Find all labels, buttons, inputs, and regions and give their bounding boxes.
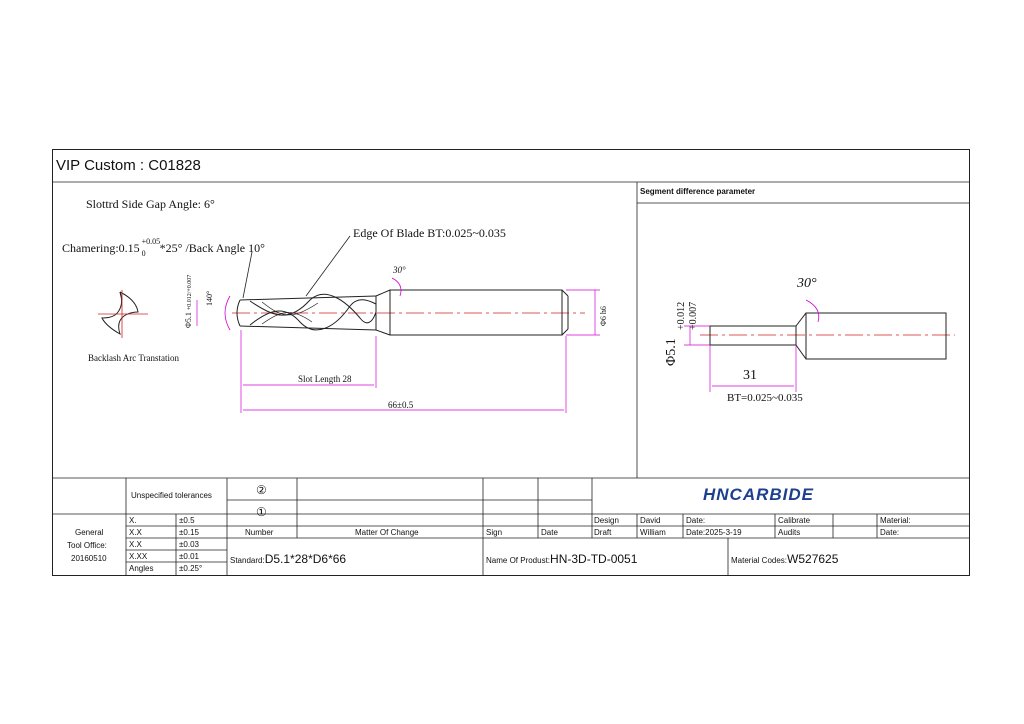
side-gap-note: Slottrd Side Gap Angle: 6° bbox=[86, 197, 215, 211]
segment-length-label: 31 bbox=[743, 368, 757, 383]
standard-label: Standard: bbox=[230, 556, 265, 565]
backlash-note: Backlash Arc Transtation bbox=[88, 353, 179, 363]
tol-key-2: X.X bbox=[129, 540, 142, 549]
material-label: Material: bbox=[880, 516, 911, 525]
col-date: Date bbox=[541, 528, 558, 537]
page-title: VIP Custom : C01828 bbox=[56, 157, 201, 174]
chamfer-note: Chamering:0.15 +0.05 0 *25° /Back Angle … bbox=[62, 238, 265, 258]
tol-val-4: ±0.25° bbox=[179, 564, 203, 573]
material-codes-label: Material Codes: bbox=[731, 556, 788, 565]
general-label: General bbox=[75, 528, 104, 537]
chamfer-prefix: Chamering:0.15 bbox=[62, 241, 140, 255]
tol-val-1: ±0.15 bbox=[179, 528, 199, 537]
product-label: Name Of Produst: bbox=[486, 556, 551, 565]
edge-blade-note: Edge Of Blade BT:0.025~0.035 bbox=[353, 226, 506, 240]
segment-bt-label: BT=0.025~0.035 bbox=[727, 392, 803, 404]
col-number: Number bbox=[245, 528, 274, 537]
product-field: Name Of Produst:HN-3D-TD-0051 bbox=[486, 551, 637, 567]
chamfer-sup: +0.05 bbox=[141, 237, 161, 246]
segment-tol-upper: +0.012 bbox=[676, 301, 687, 330]
col-sign: Sign bbox=[486, 528, 503, 537]
draft-label: Draft bbox=[594, 528, 612, 537]
material-codes-field: Material Codes:W527625 bbox=[731, 551, 838, 567]
chamfer-sub: 0 bbox=[141, 249, 146, 258]
segment-angle-label: 30° bbox=[797, 276, 817, 291]
brand-text: HNCARBIDE bbox=[703, 485, 814, 504]
standard-value: D5.1*28*D6*66 bbox=[264, 552, 347, 566]
tol-key-3: X.XX bbox=[129, 552, 148, 561]
segment-diameter-label: Φ5.1 bbox=[664, 338, 679, 366]
tip-angle-label: 140° bbox=[205, 290, 214, 306]
tol-val-3: ±0.01 bbox=[179, 552, 199, 561]
chamfer-suffix: *25° /Back Angle 10° bbox=[159, 241, 265, 255]
segment-heading: Segment difference parameter bbox=[640, 187, 756, 196]
tool-office-label: Tool Office: bbox=[67, 541, 107, 550]
diameter-label: Φ5.1 +0.012/+0.007 bbox=[184, 274, 193, 328]
segment-tol-lower: +0.007 bbox=[688, 301, 699, 330]
tol-val-2: ±0.03 bbox=[179, 540, 199, 549]
brand-logo: HNCARBIDE bbox=[703, 486, 814, 503]
tol-key-0: X. bbox=[129, 516, 137, 525]
design-name: David bbox=[640, 516, 661, 525]
drawing-frame bbox=[52, 149, 970, 576]
date-label: Date: bbox=[686, 516, 706, 525]
tol-key-4: Angles bbox=[129, 564, 154, 573]
date-label-audit: Date: bbox=[880, 528, 900, 537]
design-label: Design bbox=[594, 516, 619, 525]
overall-length-label: 66±0.5 bbox=[388, 400, 414, 410]
tol-val-0: ±0.5 bbox=[179, 516, 195, 525]
date-value: Date:2025-3-19 bbox=[686, 528, 742, 537]
calibrate-label: Calibrate bbox=[778, 516, 811, 525]
tol-key-1: X.X bbox=[129, 528, 142, 537]
col-matter-of-change: Matter Of Change bbox=[355, 528, 419, 537]
audits-label: Audits bbox=[778, 528, 801, 537]
draft-name: William bbox=[640, 528, 666, 537]
diameter-tolerance: +0.012/+0.007 bbox=[187, 274, 193, 311]
revision-1-marker: ① bbox=[256, 505, 267, 519]
shank-diameter-label: Φ6 h6 bbox=[599, 306, 608, 326]
material-codes-value: W527625 bbox=[787, 552, 839, 566]
tool-office-code: 20160510 bbox=[71, 554, 107, 563]
slot-length-label: Slot Length 28 bbox=[298, 374, 352, 384]
angle-30-label: 30° bbox=[393, 265, 406, 275]
revision-2-marker: ② bbox=[256, 483, 267, 497]
product-value: HN-3D-TD-0051 bbox=[550, 552, 638, 566]
unspecified-tolerances-label: Unspecified tolerances bbox=[131, 491, 212, 500]
standard-field: Standard:D5.1*28*D6*66 bbox=[230, 551, 346, 567]
diameter-value: Φ5.1 bbox=[184, 312, 193, 328]
